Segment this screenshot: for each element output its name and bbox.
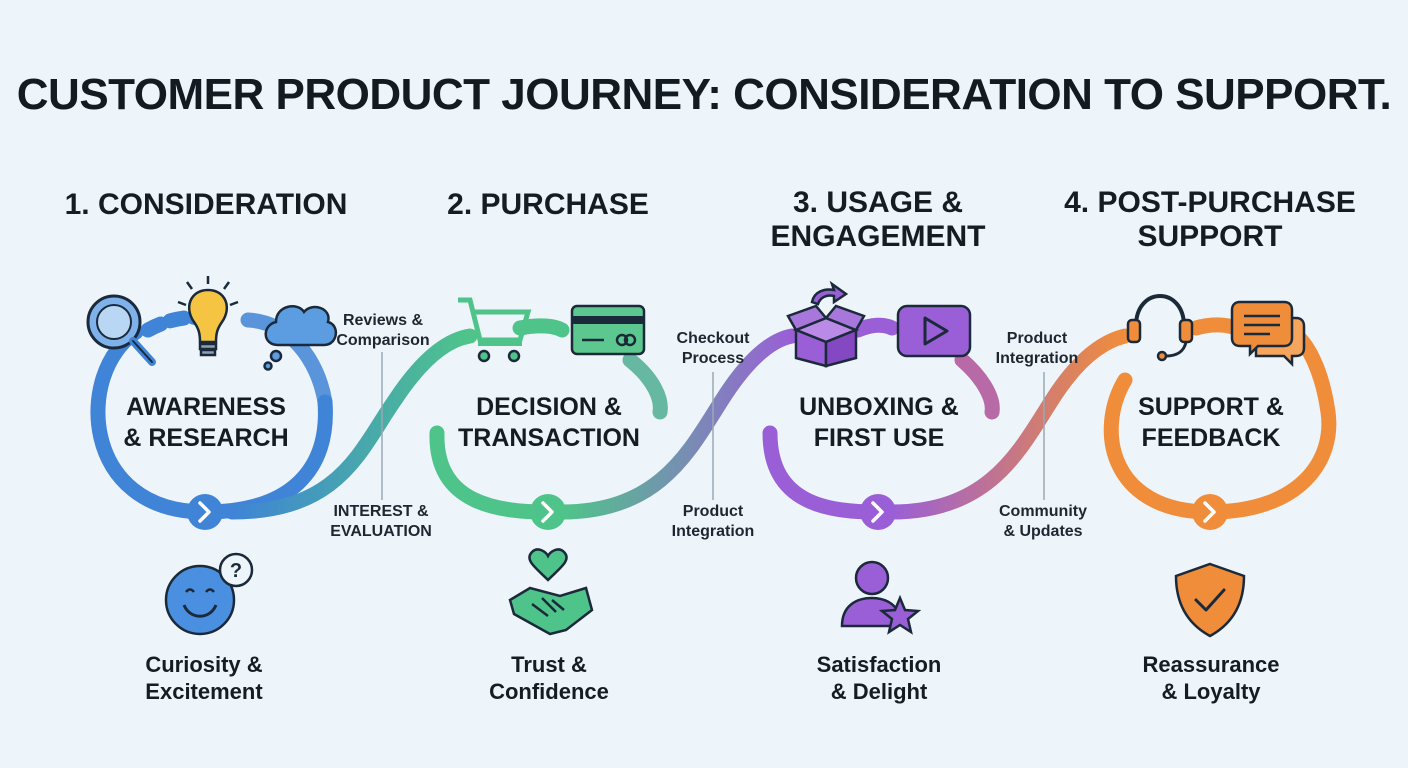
connector-1-2 [224,328,478,520]
connector-label-product-integration-1: Product Integration [671,503,755,540]
thought-cloud-icon [263,305,337,371]
loop-usage-top [850,317,900,338]
stage-center-support: SUPPORT & FEEDBACK [1138,393,1284,452]
connector-label-checkout: Checkout Process [676,330,750,367]
chevron-node-usage [860,494,896,530]
stage-center-unboxing: UNBOXING & FIRST USE [799,393,959,452]
connector-2-3 [554,328,800,520]
emotion-satisfaction: Satisfaction & Delight [816,652,942,704]
connector-label-community: Community & Updates [999,503,1087,540]
headset-icon [1126,293,1194,362]
chevron-node-purchase [530,494,566,530]
handshake-heart-icon [508,548,594,636]
stage-center-awareness: AWARENESS & RESEARCH [123,393,289,452]
stage-center-decision: DECISION & TRANSACTION [458,393,640,452]
chevron-node-support [1192,494,1228,530]
connector-3-4 [884,328,1133,520]
connector-label-interest: INTEREST & EVALUATION [330,503,432,540]
user-star-icon [840,560,922,635]
chevron-node-consideration [187,494,223,530]
emotion-trust: Trust & Confidence [489,652,609,704]
smiley-question-icon: ? [164,552,254,636]
stage-title-support: 4. POST-PURCHASE SUPPORT [1064,186,1356,253]
shopping-cart-icon [458,297,532,363]
shield-check-icon [1174,562,1246,638]
chat-bubbles-icon [1230,300,1306,368]
stage-title-consideration: 1. CONSIDERATION [64,188,348,221]
loop-support-top [1188,317,1244,336]
credit-card-icon [570,304,646,356]
lightbulb-icon [177,276,239,357]
svg-text:?: ? [230,560,242,582]
video-play-icon [896,304,972,358]
connector-label-product-integration-2: Product Integration [995,330,1079,367]
magnifier-icon [86,294,156,366]
emotion-reassurance: Reassurance & Loyalty [1142,652,1280,704]
loop-usage-right [954,352,1000,420]
loop-consideration [90,324,333,520]
open-box-icon [786,280,866,368]
page-title: CUSTOMER PRODUCT JOURNEY: CONSIDERATION … [16,70,1392,119]
stage-title-purchase: 2. PURCHASE [447,188,649,221]
stage-title-usage: 3. USAGE & ENGAGEMENT [770,186,986,253]
emotion-curiosity: Curiosity & Excitement [145,652,263,704]
connector-label-reviews: Reviews & Comparison [336,312,430,349]
loop-support [1103,327,1337,520]
loop-purchase-right [622,352,668,420]
